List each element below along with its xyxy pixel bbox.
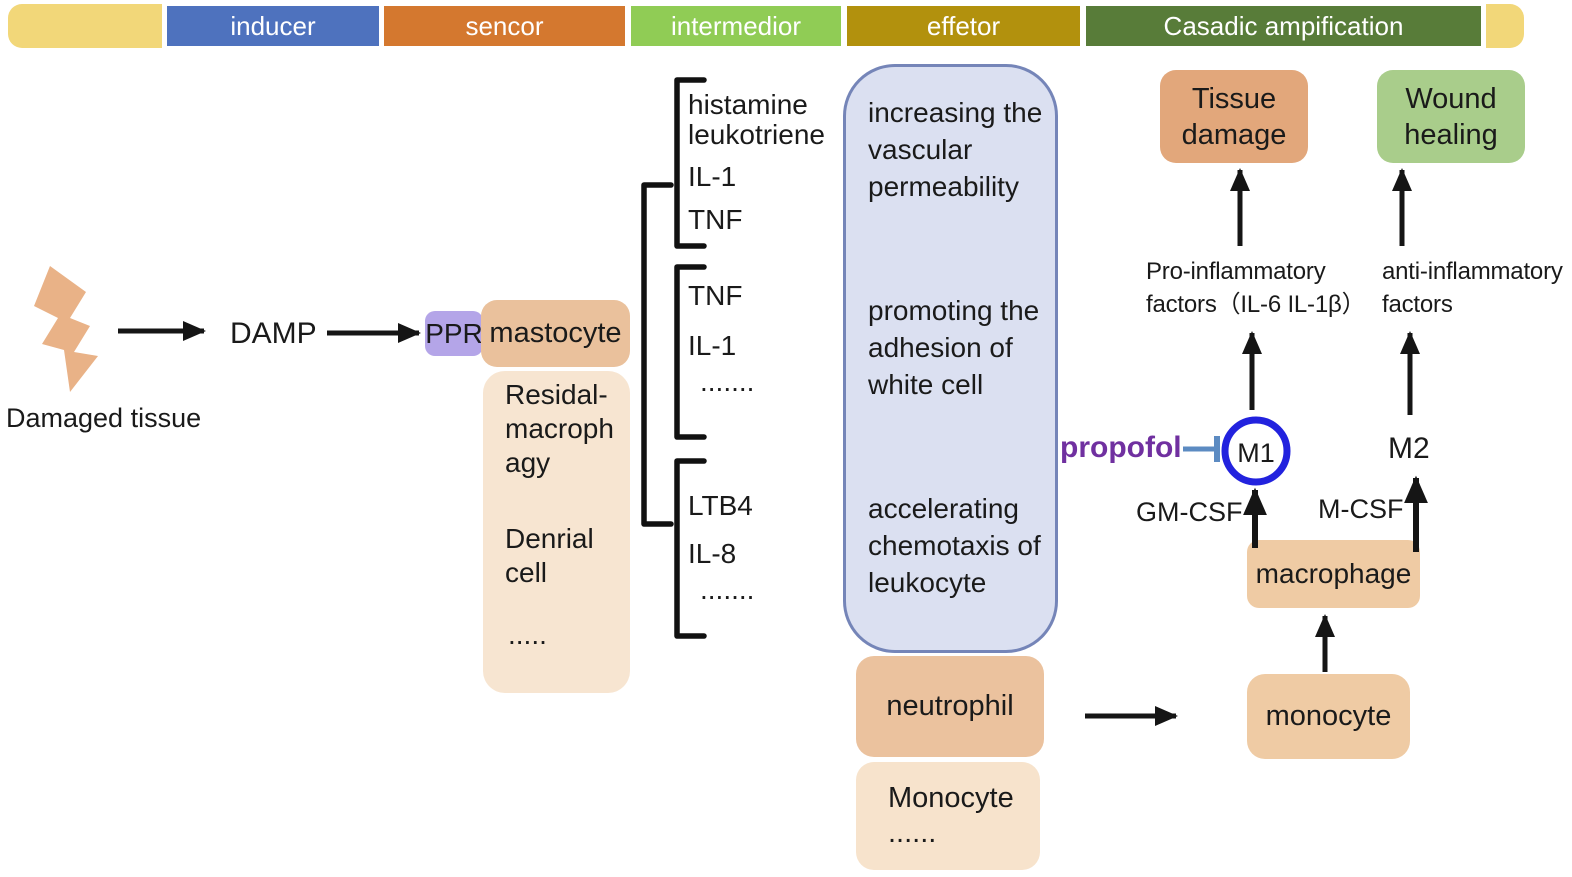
monocyte-list-box: Monocyte ......: [856, 762, 1040, 870]
propofol-label: propofol: [1060, 431, 1182, 464]
mediator-tnf-group2: TNF: [688, 280, 743, 311]
mastocyte-box: mastocyte: [481, 300, 630, 367]
macrophage-box: macrophage: [1247, 540, 1420, 608]
monocyte-box: monocyte: [1247, 674, 1410, 759]
mediator-il1-group1: IL-1: [688, 161, 737, 192]
header-segment-end-cap: [1486, 4, 1524, 48]
mediator-tnf-group1: TNF: [688, 204, 743, 235]
resident-cells-box: [483, 371, 630, 693]
lightning-bolt-icon: [34, 266, 98, 392]
header-segment-casadic-ampification: Casadic ampification: [1086, 6, 1481, 46]
damp-label: DAMP: [230, 317, 317, 350]
header-segment-effetor: effetor: [847, 6, 1080, 46]
gm-csf-label: GM-CSF: [1136, 497, 1243, 527]
mediator-il1-group2: IL-1: [688, 330, 737, 361]
neutrophil-box: neutrophil: [856, 656, 1044, 757]
m1-macrophage-label: M1: [1237, 438, 1275, 468]
header-segment-inducer: inducer: [167, 6, 379, 46]
effect-white-cell-adhesion: promoting the adhesion of white cell: [868, 295, 1040, 400]
mediator-il8: IL-8: [688, 538, 737, 569]
dendritic-cell-label: Denrial cell: [505, 523, 594, 588]
anti-inflammatory-factors-label: anti-inflammatory factors: [1382, 258, 1563, 318]
damaged-tissue-label: Damaged tissue: [6, 403, 202, 433]
mediator-ellipsis-group2: .......: [700, 366, 755, 397]
m-csf-label: M-CSF: [1318, 494, 1404, 524]
bracket-outer: [641, 182, 674, 527]
m2-macrophage-label: M2: [1388, 432, 1430, 465]
tissue-damage-box: Tissue damage: [1160, 70, 1308, 163]
header-segment-intermedior: intermedior: [631, 6, 841, 46]
wound-healing-box: Wound healing: [1377, 70, 1525, 163]
mediator-histamine: histamine: [688, 89, 808, 120]
mediator-ellipsis-group3: .......: [700, 574, 755, 605]
effect-leukocyte-chemotaxis: accelerating chemotaxis of leukocyte: [868, 493, 1041, 598]
effector-functions-box: [843, 64, 1058, 653]
header-segment-start-cap: [8, 4, 162, 48]
effect-vascular-permeability: increasing the vascular permeability: [868, 97, 1043, 202]
resident-macrophage-label: Residal- macroph agy: [505, 379, 614, 478]
mediator-leukotriene: leukotriene: [688, 119, 825, 150]
header-segment-sencor: sencor: [384, 6, 625, 46]
pro-inflammatory-factors-label: Pro-inflammatory factors（IL-6 IL-1β）: [1146, 258, 1366, 318]
mediator-ltb4: LTB4: [688, 490, 753, 521]
resident-cells-ellipsis: .....: [508, 619, 547, 650]
ppr-receptor-box: PPR: [425, 311, 483, 356]
